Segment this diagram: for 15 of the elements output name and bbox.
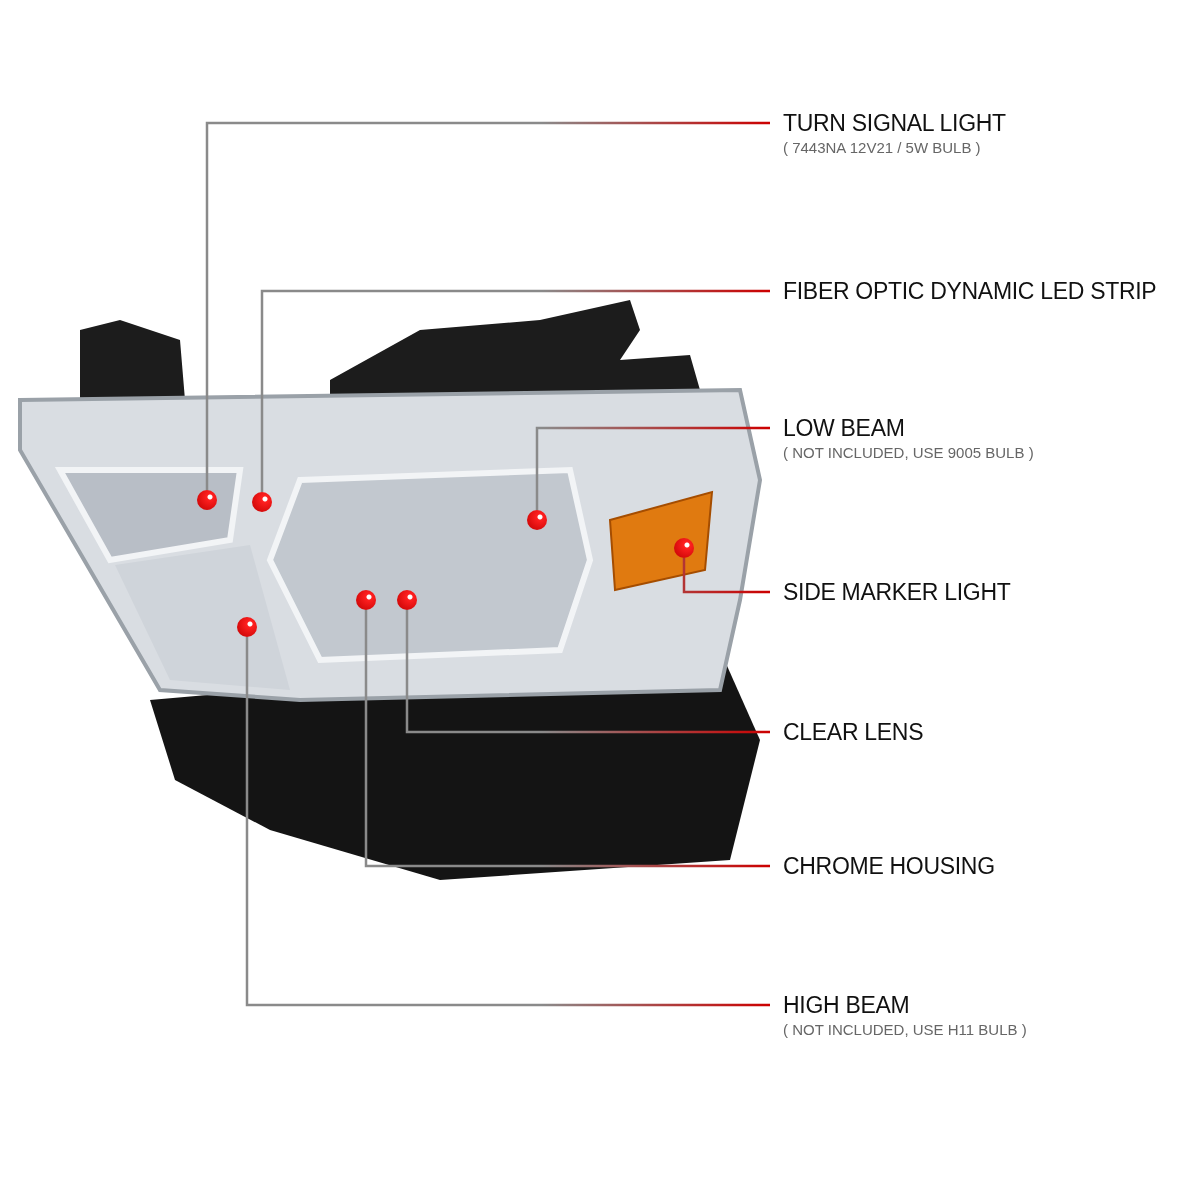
leader-line	[535, 426, 770, 510]
leader-line	[245, 637, 770, 1007]
callout-title: CHROME HOUSING	[783, 852, 995, 881]
callout-title: TURN SIGNAL LIGHT	[783, 109, 1006, 138]
leader-line	[364, 610, 770, 868]
callout-title: FIBER OPTIC DYNAMIC LED STRIP	[783, 277, 1157, 306]
callout-title: LOW BEAM	[783, 414, 906, 443]
callout-title: HIGH BEAM	[783, 991, 911, 1020]
callout-title: SIDE MARKER LIGHT	[783, 578, 1011, 607]
callout-note: ( NOT INCLUDED, USE H11 BULB )	[783, 1021, 1027, 1039]
callout-title: CLEAR LENS	[783, 718, 924, 747]
callout-note: ( 7443NA 12V21 / 5W BULB )	[783, 139, 982, 157]
leader-line	[260, 289, 770, 492]
callout-note: ( NOT INCLUDED, USE 9005 BULB )	[783, 444, 1034, 462]
leader-line	[205, 121, 770, 490]
